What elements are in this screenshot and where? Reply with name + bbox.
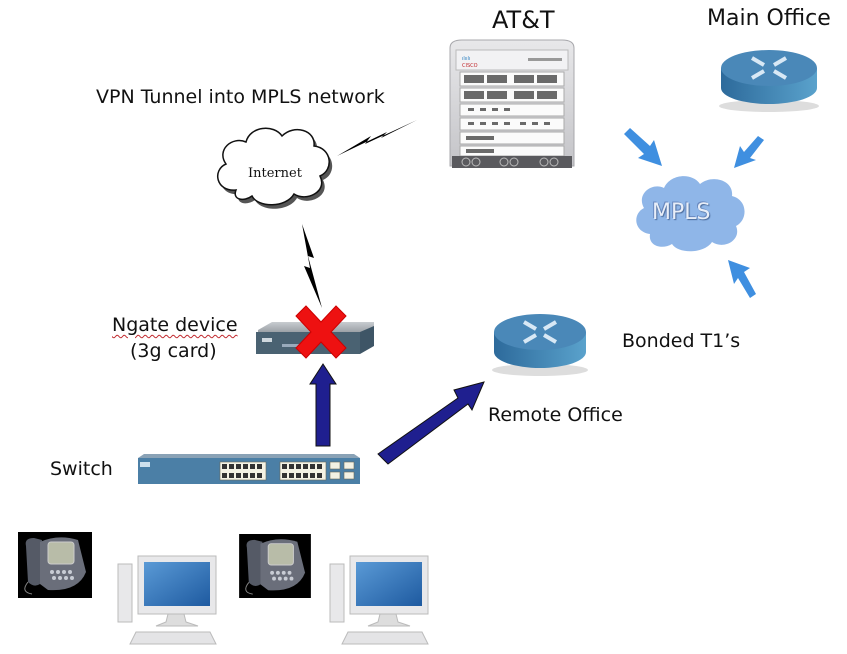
bonded-t1-label: Bonded T1’s: [622, 330, 741, 352]
ip-phone-icon: [239, 534, 311, 598]
desktop-computer-icon: [329, 555, 429, 645]
desktop-computer-icon: [117, 555, 217, 645]
arrow-switch-to-ngate-icon: [309, 363, 337, 447]
lightning-internet-att-icon: [337, 120, 417, 156]
remote-office-label: Remote Office: [488, 404, 623, 426]
arrow-remote-to-mpls-icon: [728, 260, 756, 298]
arrow-switch-to-remote-icon: [377, 381, 485, 465]
mpls-cloud-icon: [636, 176, 745, 252]
att-label: AT&T: [492, 6, 555, 34]
ngate-label-line1: Ngate device: [112, 314, 238, 336]
ethernet-switch-icon: [138, 454, 360, 484]
svg-text:CISCO: CISCO: [462, 63, 478, 69]
arrow-main-office-to-mpls-icon: [734, 136, 764, 168]
lightning-ngate-internet-icon: [302, 224, 322, 308]
diagram-title: VPN Tunnel into MPLS network: [96, 86, 385, 108]
internet-label: Internet: [248, 166, 302, 181]
ip-phone-icon: [18, 532, 92, 598]
mpls-label: MPLS: [652, 200, 711, 225]
ngate-label-line2: (3g card): [130, 340, 217, 362]
internet-cloud-icon: [216, 127, 333, 209]
switch-label: Switch: [50, 458, 113, 480]
svg-text:ılıılı: ılıılı: [462, 56, 470, 62]
failed-cross-icon: [295, 305, 347, 359]
remote-office-router-icon: [492, 314, 588, 376]
cisco-chassis-router-icon: ılıılı CISCO: [449, 39, 575, 168]
main-office-router-icon: [719, 50, 819, 112]
ngate-label-text: Ngate device: [112, 314, 238, 336]
arrow-att-to-mpls-icon: [624, 128, 662, 166]
main-office-label: Main Office: [707, 6, 831, 31]
